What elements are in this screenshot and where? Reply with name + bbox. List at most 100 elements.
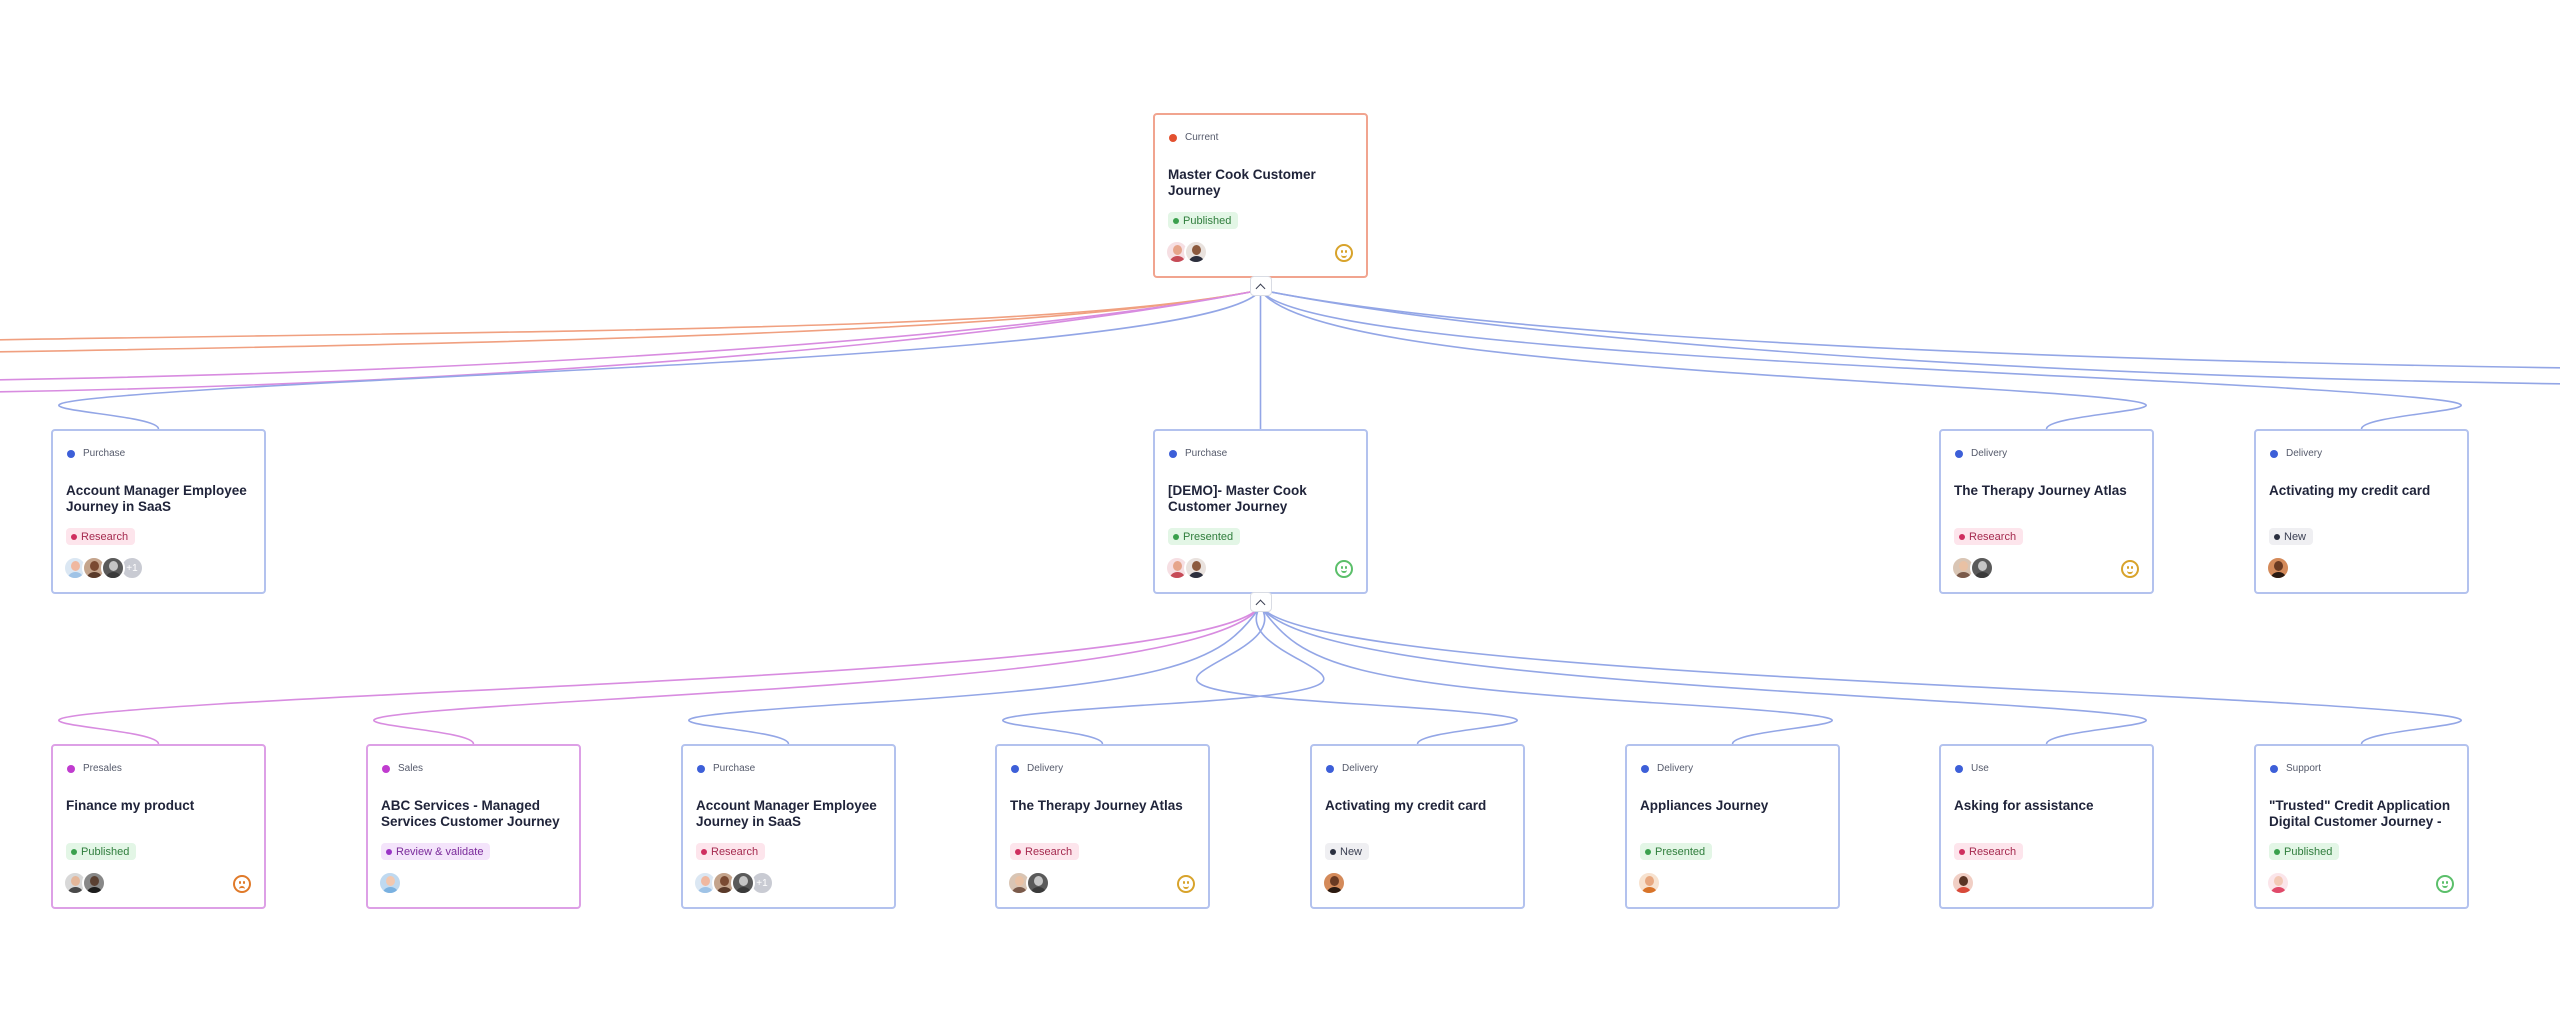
- collapse-children-button[interactable]: [1249, 592, 1272, 612]
- phase-dot: [67, 449, 75, 458]
- journey-phase: Support: [2270, 763, 2321, 774]
- avatar-shoulders: [86, 887, 103, 893]
- status-label: Presented: [1655, 845, 1706, 858]
- phase-dot: [1955, 449, 1963, 458]
- journey-title[interactable]: Asking for assistance: [1954, 798, 2094, 813]
- eye: [239, 881, 241, 884]
- avatar-face: [90, 876, 99, 886]
- avatar-group[interactable]: [2266, 871, 2290, 895]
- avatar[interactable]: [63, 871, 87, 895]
- avatar-face: [739, 876, 748, 886]
- avatar-group[interactable]: [1007, 871, 1050, 895]
- avatar[interactable]: [1951, 871, 1975, 895]
- sentiment-neutral-icon: [2121, 560, 2139, 578]
- avatar-face: [2274, 876, 2283, 886]
- avatar[interactable]: [1026, 871, 1050, 895]
- eye: [2131, 566, 2133, 569]
- status-dot: [1645, 848, 1651, 855]
- avatar-face: [109, 561, 118, 571]
- avatar[interactable]: [1970, 556, 1994, 580]
- journey-title[interactable]: The Therapy Journey Atlas: [1010, 798, 1183, 813]
- avatar[interactable]: [378, 871, 402, 895]
- avatar-group[interactable]: [1951, 556, 1994, 580]
- phase-label: Use: [1971, 763, 1989, 774]
- connector-line: [1259, 289, 2147, 430]
- journey-phase: Current: [1169, 132, 1218, 143]
- avatar[interactable]: [1322, 871, 1346, 895]
- avatar-face: [1192, 245, 1201, 255]
- journey-title[interactable]: Finance my product: [66, 798, 195, 813]
- avatar-group[interactable]: [1322, 871, 1346, 895]
- status-badge: Presented: [1168, 528, 1241, 545]
- avatar[interactable]: [82, 871, 106, 895]
- avatar-group[interactable]: [378, 871, 402, 895]
- mouth: [1341, 570, 1347, 573]
- phase-label: Sales: [398, 763, 424, 774]
- status-badge: Research: [66, 528, 136, 545]
- avatar-shoulders: [67, 887, 84, 893]
- avatar-shoulders: [67, 572, 84, 578]
- journey-title[interactable]: Activating my credit card: [2269, 483, 2431, 498]
- avatar[interactable]: [2266, 871, 2290, 895]
- collapse-children-button[interactable]: [1249, 276, 1272, 296]
- avatar[interactable]: [101, 556, 125, 580]
- avatar-group[interactable]: +1: [63, 556, 144, 580]
- journey-title[interactable]: Activating my credit card: [1325, 798, 1487, 813]
- avatar-group[interactable]: +1: [693, 871, 774, 895]
- journey-card[interactable]: Support "Trusted" Credit Application Digi…: [2254, 744, 2469, 909]
- avatar-group[interactable]: [1165, 240, 1208, 264]
- journey-title[interactable]: Appliances Journey: [1640, 798, 1769, 813]
- mouth: [2442, 885, 2448, 888]
- phase-label: Delivery: [2286, 448, 2323, 459]
- journey-title[interactable]: Account Manager Employee Journey in SaaS: [696, 798, 877, 829]
- journey-title[interactable]: The Therapy Journey Atlas: [1954, 483, 2127, 498]
- status-label: Research: [711, 845, 759, 858]
- avatar[interactable]: [1184, 240, 1208, 264]
- journey-title[interactable]: Account Manager Employee Journey in SaaS: [66, 483, 247, 514]
- avatar-group[interactable]: [1165, 556, 1208, 580]
- journey-title[interactable]: ABC Services - Managed Services Customer…: [381, 798, 560, 829]
- avatar[interactable]: [1637, 871, 1661, 895]
- status-label: Research: [1025, 845, 1073, 858]
- avatar-face: [1645, 876, 1654, 886]
- sentiment-neutral-icon: [1177, 875, 1195, 893]
- avatar[interactable]: [1165, 556, 1189, 580]
- avatar-group[interactable]: [2266, 556, 2290, 580]
- avatar-group[interactable]: [1637, 871, 1661, 895]
- chevron-up-icon: [1255, 599, 1266, 609]
- avatar-group[interactable]: [63, 871, 106, 895]
- status-dot: [2274, 533, 2280, 540]
- avatar-group[interactable]: [1951, 871, 1975, 895]
- avatar[interactable]: [731, 871, 755, 895]
- phase-label: Delivery: [1657, 763, 1694, 774]
- journey-phase: Delivery: [1011, 763, 1063, 774]
- avatar-shoulders: [1188, 572, 1205, 578]
- avatar-face: [1959, 876, 1968, 886]
- phase-label: Current: [1185, 132, 1219, 143]
- avatar-shoulders: [1169, 256, 1186, 262]
- journey-card[interactable]: Purchase[DEMO]- Master Cook Customer Jou…: [1153, 429, 1368, 594]
- avatar[interactable]: [2266, 556, 2290, 580]
- journey-title[interactable]: Master Cook Customer Journey: [1168, 167, 1316, 198]
- connector-line: [1195, 605, 1518, 745]
- avatar-face: [1959, 561, 1968, 571]
- chevron-up-icon: [1255, 283, 1266, 293]
- journey-title[interactable]: "Trusted" Credit Application Digital Cus…: [2269, 798, 2451, 829]
- avatar-shoulders: [716, 887, 733, 893]
- eye: [1345, 566, 1347, 569]
- avatar-shoulders: [382, 887, 399, 893]
- status-label: Published: [81, 845, 130, 858]
- avatar[interactable]: [1184, 556, 1208, 580]
- journey-title[interactable]: [DEMO]- Master Cook Customer Journey: [1168, 483, 1307, 514]
